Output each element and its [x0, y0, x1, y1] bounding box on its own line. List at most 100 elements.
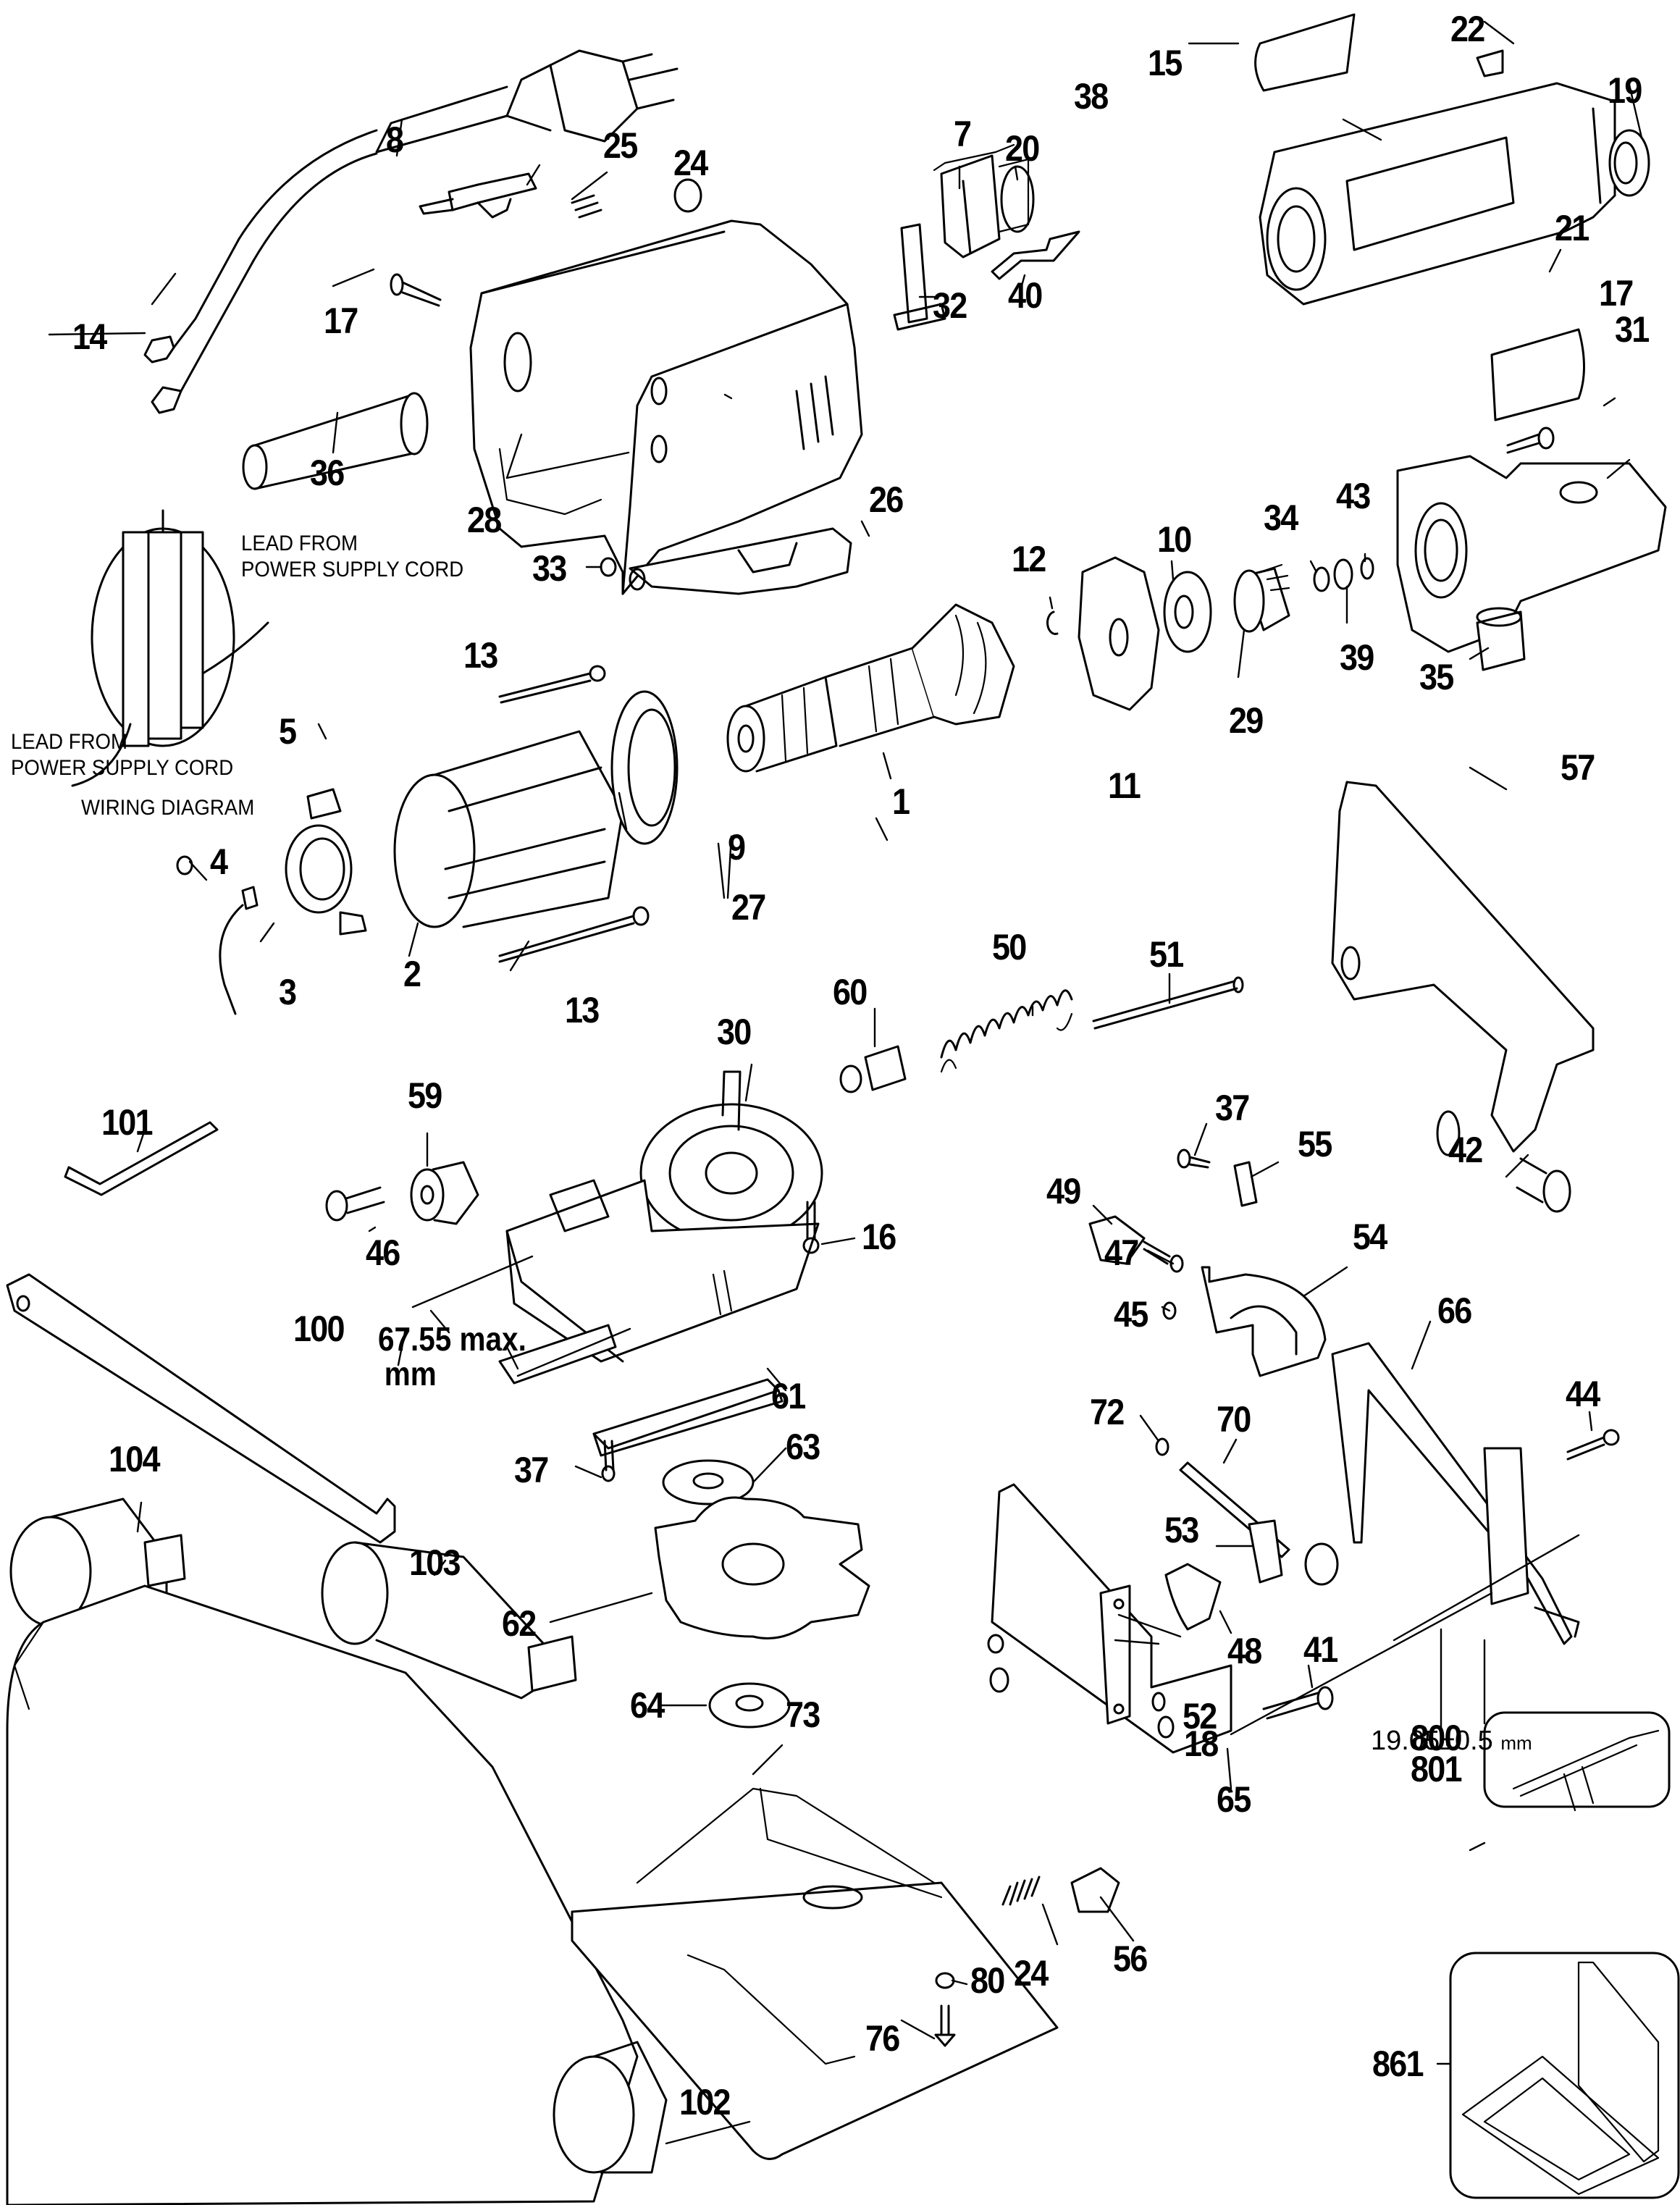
dimension-plate-depth-unit: mm — [384, 1355, 437, 1393]
callout-49: 49 — [1046, 1171, 1081, 1211]
screw-37-lower — [601, 1440, 616, 1482]
callout-60: 60 — [833, 972, 868, 1012]
screw-41 — [1262, 1686, 1334, 1720]
callout-18: 18 — [1184, 1723, 1219, 1764]
rod-51 — [1092, 976, 1244, 1030]
inset-blade-kit — [1483, 1711, 1671, 1812]
knob-49 — [1088, 1215, 1171, 1265]
callout-45: 45 — [1114, 1294, 1148, 1335]
wiring-lead-label-left: LEAD FROM POWER SUPPLY CORD — [11, 729, 233, 781]
callout-31: 31 — [1615, 309, 1650, 350]
rod-32 — [893, 223, 946, 331]
callout-40: 40 — [1008, 275, 1043, 316]
side-handle — [1331, 781, 1595, 1156]
retaining-ring-43 — [1360, 557, 1374, 580]
callout-800: 800 — [1411, 1718, 1463, 1758]
callout-46: 46 — [366, 1232, 400, 1273]
switch-actuator — [419, 172, 602, 219]
callout-27: 27 — [731, 887, 766, 928]
callout-3: 3 — [279, 972, 297, 1012]
callout-103: 103 — [409, 1542, 461, 1583]
label-plate — [1254, 13, 1504, 92]
brush-holder — [285, 788, 367, 936]
wiring-diagram-title: WIRING DIAGRAM — [81, 796, 255, 820]
dust-adapter-104 — [9, 1498, 186, 1627]
callout-28: 28 — [467, 500, 502, 540]
angle-bracket-54 — [1201, 1266, 1327, 1377]
inset-carry-case — [1449, 1952, 1680, 2199]
brush-spring — [176, 855, 193, 875]
callout-21: 21 — [1555, 208, 1589, 248]
callout-61: 61 — [771, 1376, 806, 1416]
callout-5: 5 — [279, 711, 297, 752]
callout-62: 62 — [502, 1603, 537, 1644]
callout-17: 17 — [324, 301, 358, 341]
wiring-lead-right-line2: POWER SUPPLY CORD — [241, 558, 464, 581]
callout-72: 72 — [1090, 1392, 1125, 1432]
callout-37-lower: 37 — [514, 1450, 549, 1490]
dimension-fence-height: 19.05±0.5 mm — [1371, 1726, 1532, 1757]
base-73 — [571, 1787, 1059, 2160]
callout-36: 36 — [310, 453, 345, 493]
callout-39: 39 — [1340, 637, 1374, 678]
callout-53: 53 — [1164, 1510, 1199, 1550]
wiring-diagram-art — [71, 509, 269, 787]
bushing — [1476, 607, 1526, 671]
callout-38: 38 — [1074, 76, 1109, 117]
callout-43: 43 — [1336, 476, 1371, 516]
baffle — [1078, 556, 1160, 711]
callout-52: 52 — [1183, 1696, 1217, 1736]
clamp-55 — [1233, 1161, 1258, 1207]
callout-12: 12 — [1012, 539, 1046, 579]
callout-14: 14 — [72, 316, 107, 357]
washer-34 — [1313, 566, 1330, 592]
callout-57: 57 — [1561, 747, 1595, 788]
callout-15: 15 — [1148, 43, 1183, 83]
callout-8: 8 — [386, 119, 404, 160]
callout-42: 42 — [1448, 1130, 1483, 1170]
callout-2: 2 — [403, 954, 421, 994]
screw-16 — [802, 1201, 820, 1254]
callout-101: 101 — [101, 1102, 154, 1143]
knob-56 — [1070, 1867, 1120, 1913]
callout-17-right: 17 — [1599, 273, 1634, 314]
callout-104: 104 — [109, 1439, 161, 1479]
switch — [933, 143, 1030, 259]
dust-bag — [6, 1584, 668, 2205]
callout-4: 4 — [210, 841, 228, 882]
plunger-60 — [839, 1045, 907, 1093]
callout-47: 47 — [1104, 1232, 1139, 1273]
callout-29: 29 — [1229, 700, 1264, 741]
callout-102: 102 — [679, 2082, 731, 2122]
callout-35: 35 — [1419, 657, 1454, 697]
wiring-lead-right-line1: LEAD FROM — [241, 532, 358, 555]
spring-24 — [1001, 1876, 1041, 1906]
callout-19: 19 — [1608, 70, 1642, 111]
callout-51: 51 — [1149, 934, 1184, 975]
screw-13-upper — [498, 665, 606, 704]
callout-25: 25 — [603, 125, 638, 166]
baffle-ring — [610, 690, 679, 845]
callout-24: 24 — [673, 143, 708, 183]
wiring-lead-left-line1: LEAD FROM — [11, 730, 128, 754]
callout-76: 76 — [865, 2018, 900, 2059]
screw-45 — [1162, 1301, 1177, 1320]
base-plate-100 — [6, 1273, 396, 1544]
dimension-plate-depth-value: 67.55 max. — [378, 1320, 526, 1358]
washer-47 — [1169, 1254, 1184, 1273]
washer-33 — [600, 557, 617, 577]
callout-54: 54 — [1353, 1217, 1387, 1257]
lever-53 — [1248, 1519, 1283, 1584]
callout-16: 16 — [862, 1217, 896, 1257]
callout-32: 32 — [933, 285, 967, 326]
spring-50 — [940, 989, 1073, 1073]
flange-64 — [708, 1682, 791, 1729]
callout-100: 100 — [293, 1309, 345, 1349]
dimension-fence-height-unit: mm — [1500, 1732, 1532, 1754]
callout-73: 73 — [786, 1694, 820, 1735]
callout-13-upper: 13 — [463, 635, 498, 676]
screw-44 — [1566, 1429, 1620, 1461]
washer-39 — [1333, 558, 1353, 590]
handle-housing — [469, 178, 863, 595]
dimension-plate-depth: 67.55 max. mm — [378, 1322, 526, 1392]
